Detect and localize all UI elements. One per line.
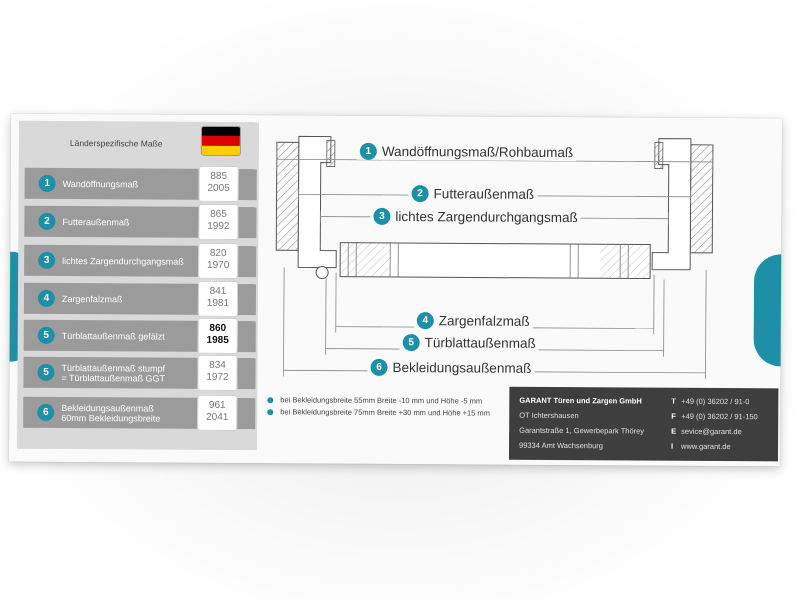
- row-number: 5: [37, 363, 55, 381]
- address-line: OT Ichtershausen: [519, 410, 579, 421]
- row-label: Futteraußenmaß: [62, 216, 130, 227]
- door-measurement-card: Länderspezifische Maße 1 Wandöffnungsmaß…: [8, 113, 783, 467]
- hinge-icon: [315, 266, 329, 280]
- email-value[interactable]: sevice@garant.de: [681, 426, 742, 437]
- table-header: Länderspezifische Maße: [25, 125, 257, 159]
- header-title: Länderspezifische Maße: [69, 137, 163, 149]
- phone-label: T: [671, 396, 676, 406]
- row-number: 1: [38, 174, 56, 192]
- right-wall: [689, 144, 714, 254]
- footnote: bei Bekleidungsbreite 55mm Breite -10 mm…: [267, 395, 507, 406]
- company-name: GARANT Türen und Zargen GmbH: [519, 395, 642, 406]
- right-slider-tab[interactable]: [753, 254, 782, 367]
- row-number: 4: [37, 289, 55, 307]
- bullet-icon: [267, 408, 274, 415]
- table-row: 5 Türblattaußenmaß stumpf= Türblattaußen…: [23, 354, 256, 392]
- row-number: 2: [38, 212, 56, 230]
- row-number: 3: [38, 251, 56, 269]
- email-label: E: [671, 426, 677, 436]
- row-number: 6: [37, 403, 55, 421]
- footnotes: bei Bekleidungsbreite 55mm Breite -10 mm…: [267, 395, 507, 420]
- row-label: Türblattaußenmaß stumpf= Türblattaußenma…: [61, 362, 166, 384]
- fax-label: F: [671, 411, 676, 421]
- fax-value: +49 (0) 36202 / 91-150: [681, 411, 758, 422]
- contact-block: GARANT Türen und Zargen GmbH OT Ichtersh…: [508, 386, 779, 462]
- address-line: 99334 Amt Wachsenburg: [519, 440, 604, 451]
- phone-value: +49 (0) 36202 / 91-0: [681, 396, 750, 407]
- left-wall: [275, 141, 300, 251]
- row-label: Zargenfalzmaß: [61, 293, 123, 304]
- measurement-table: Länderspezifische Maße 1 Wandöffnungsmaß…: [17, 120, 260, 451]
- footnote: bei Bekleidungsbreite 75mm Breite +30 mm…: [267, 407, 507, 418]
- row-label: Wandöffnungsmaß: [62, 178, 139, 189]
- german-flag-icon: [200, 125, 241, 157]
- bullet-icon: [267, 396, 274, 403]
- address-line: Garantstraße 1, Gewerbepark Thörey: [519, 425, 645, 436]
- web-value[interactable]: www.garant.de: [681, 441, 731, 452]
- row-label: Türblattaußenmaß gefälzt: [61, 330, 165, 342]
- row-number: 5: [37, 326, 55, 344]
- row-label: lichtes Zargendurchgangsmaß: [62, 255, 184, 267]
- web-label: I: [671, 441, 674, 451]
